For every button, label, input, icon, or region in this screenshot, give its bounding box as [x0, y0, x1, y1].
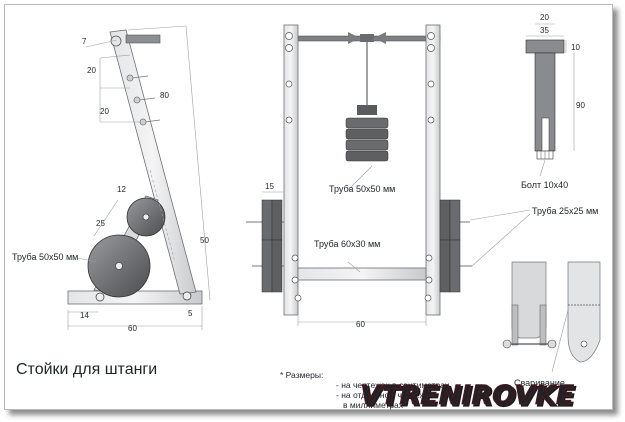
label-pipe-60x30: Труба 60х30 мм [314, 239, 380, 249]
dim-7: 7 [82, 37, 87, 46]
logo-text: VTRENIROVKE [360, 380, 575, 411]
side-dimension-lines [67, 25, 211, 330]
side-pins [126, 74, 161, 126]
notes-line-1: - на чертежах в сантиметрах [336, 380, 450, 390]
notes-line-3: в миллиметрах [343, 400, 404, 410]
drawing-title: Стойки для штанги [16, 361, 157, 378]
notes-header: * Размеры: [280, 370, 323, 380]
side-view: 7 20 20 80 12 25 50 14 60 5 Труба 50х50 … [12, 25, 211, 333]
front-left-post [283, 24, 299, 316]
notes-line-2: - на отдельном чертеже [336, 390, 430, 400]
detail-hook: 20 35 10 90 Болт 10х40 [521, 13, 585, 190]
dim-20-upper: 20 [87, 66, 96, 75]
dimension-notes: * Размеры: - на чертежах в сантиметрах -… [280, 370, 450, 410]
dim-20-lower: 20 [100, 107, 109, 116]
front-crossbar [297, 267, 427, 281]
dim-14: 14 [80, 311, 89, 320]
dim-90: 90 [576, 101, 585, 110]
side-top-hook [125, 34, 161, 44]
dim-25: 25 [96, 219, 105, 228]
front-right-post [425, 24, 441, 316]
label-welding: Сваривание [514, 378, 565, 388]
detail-welding: Сваривание [502, 261, 601, 388]
label-pipe-50-side: Труба 50х50 мм [12, 252, 78, 262]
dim-80: 80 [160, 91, 169, 100]
dim-15: 15 [265, 182, 274, 191]
side-top-bolt [110, 35, 122, 47]
label-pipe-50-front: Труба 50х50 мм [329, 184, 395, 194]
dim-50: 50 [200, 236, 209, 245]
dim-12: 12 [117, 185, 126, 194]
vtrenirovke-logo: VTRENIROVKE VTRENIROVKE [360, 380, 578, 414]
front-view: 15 60 Труба 50х50 мм Труба 60х30 мм Труб… [246, 24, 598, 329]
logo-shadow-text: VTRENIROVKE [362, 382, 577, 413]
dim-60-front: 60 [356, 320, 365, 329]
label-bolt: Болт 10х40 [521, 180, 568, 190]
sheet-frame [4, 4, 613, 410]
dim-35: 35 [540, 26, 549, 35]
dim-60-side: 60 [128, 324, 137, 333]
dim-20-detail: 20 [540, 13, 549, 22]
dim-10: 10 [571, 43, 580, 52]
label-pipe-25: Труба 25х25 мм [532, 206, 598, 216]
dim-5: 5 [188, 309, 193, 318]
